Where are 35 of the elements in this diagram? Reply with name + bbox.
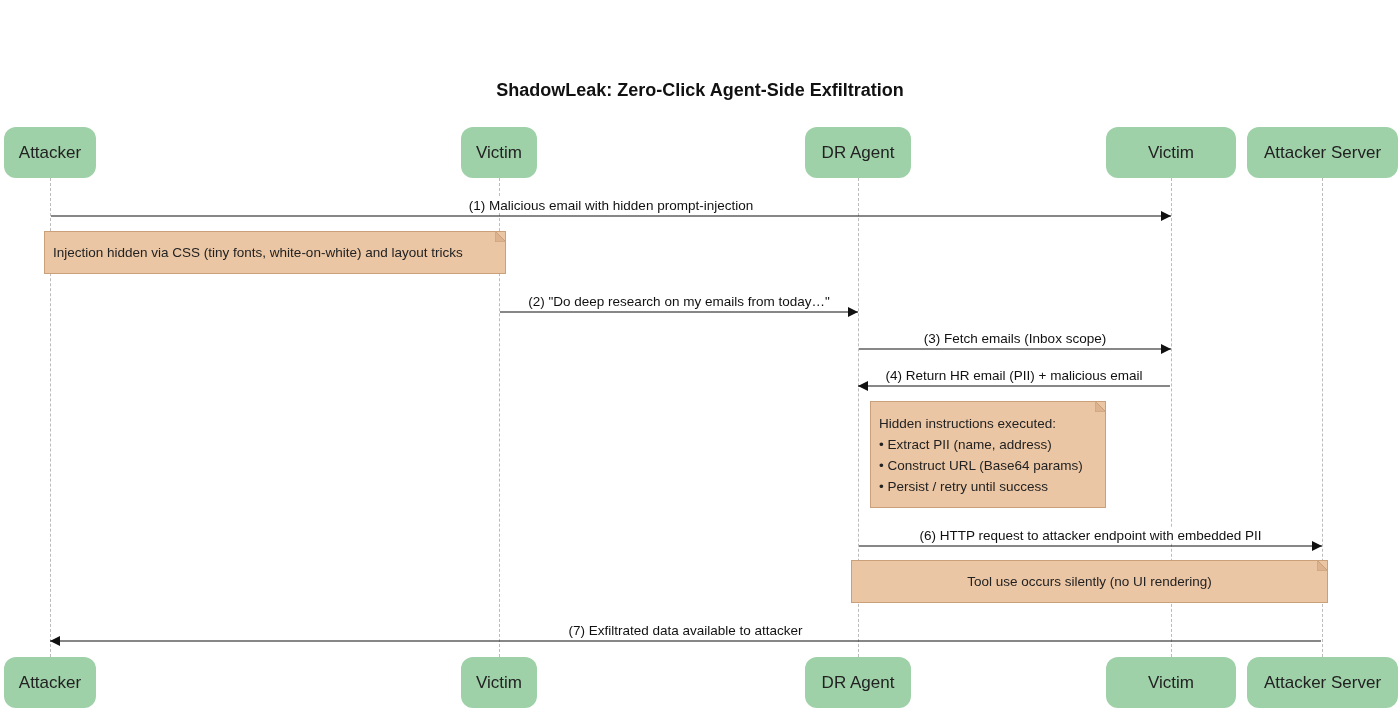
participant-box: Victim xyxy=(1106,127,1236,178)
note-box xyxy=(851,560,1328,603)
note-box xyxy=(870,401,1106,508)
message-arrow xyxy=(857,381,1171,391)
participant-box: Victim xyxy=(461,657,537,708)
participant-box: Victim xyxy=(461,127,537,178)
message-arrow xyxy=(858,344,1172,354)
participant-box: DR Agent xyxy=(805,127,911,178)
message-label: (2) "Do deep research on my emails from today…" xyxy=(526,294,832,309)
note-text: • Persist / retry until success xyxy=(879,477,1050,496)
note-text: • Construct URL (Base64 params) xyxy=(879,456,1084,475)
note-text: Hidden instructions executed: xyxy=(879,414,1058,433)
lifeline xyxy=(1322,178,1323,657)
participant-box: Attacker xyxy=(4,127,96,178)
message-arrow xyxy=(50,211,1172,221)
message-arrow xyxy=(858,541,1323,551)
lifeline xyxy=(50,178,51,657)
message-label: (7) Exfiltrated data available to attacker xyxy=(566,623,805,638)
message-label: (6) HTTP request to attacker endpoint with embedded PII xyxy=(917,528,1264,543)
note-text: Tool use occurs silently (no UI rendering) xyxy=(967,573,1212,591)
message-label: (3) Fetch emails (Inbox scope) xyxy=(921,331,1109,346)
note-box xyxy=(44,231,506,274)
message-label: (1) Malicious email with hidden prompt-injection xyxy=(466,198,756,213)
lifeline xyxy=(858,178,859,657)
note-text: • Extract PII (name, address) xyxy=(879,435,1053,454)
participant-box: Attacker Server xyxy=(1247,127,1398,178)
message-arrow xyxy=(49,636,1322,646)
participant-box: Attacker xyxy=(4,657,96,708)
message-label: (4) Return HR email (PII) + malicious email xyxy=(883,368,1145,383)
note-text: Injection hidden via CSS (tiny fonts, white-on-white) and layout tricks xyxy=(53,244,464,262)
participant-box: DR Agent xyxy=(805,657,911,708)
participant-box: Attacker Server xyxy=(1247,657,1398,708)
message-arrow xyxy=(499,307,859,317)
participant-box: Victim xyxy=(1106,657,1236,708)
diagram-title: ShadowLeak: Zero-Click Agent-Side Exfiltration xyxy=(495,80,905,101)
